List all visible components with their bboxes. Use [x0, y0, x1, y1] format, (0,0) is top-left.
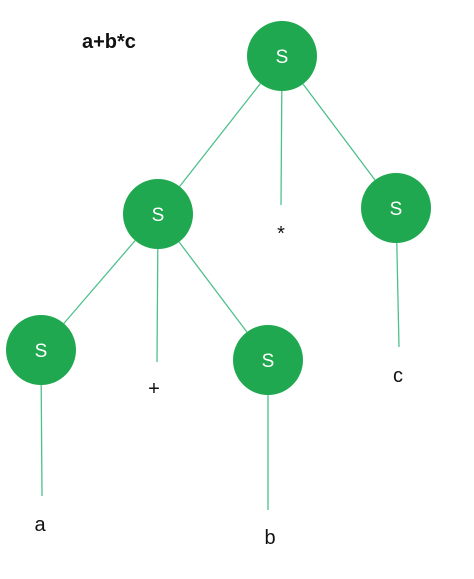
node-circle [123, 179, 193, 249]
node-left-left: S [6, 315, 76, 385]
leaf-op-plus: + [148, 378, 160, 400]
node-left-right: S [233, 325, 303, 395]
tree-leaves: * + a b c [34, 223, 403, 549]
node-circle [247, 21, 317, 91]
node-label: S [35, 341, 48, 362]
node-circle [233, 325, 303, 395]
node-label: S [276, 47, 289, 68]
node-label: S [152, 205, 165, 226]
edge-root-to-op-star [280, 90, 283, 206]
edge-left-to-op-plus [156, 248, 159, 363]
edge-right-to-leaf-c [396, 242, 400, 348]
node-label: S [390, 199, 403, 220]
node-circle [6, 315, 76, 385]
edge-left-to-left-left [63, 240, 136, 324]
edge-left-to-left-right [178, 241, 248, 333]
node-right: S [361, 173, 431, 243]
node-label: S [262, 351, 275, 372]
edge-root-to-left [179, 83, 261, 187]
edge-left-left-to-leaf-a [40, 384, 43, 497]
leaf-leaf-b: b [264, 527, 275, 549]
node-left: S [123, 179, 193, 249]
leaf-leaf-c: c [393, 365, 403, 387]
tree-nodes: S S S S S [6, 21, 431, 395]
expression-title: a+b*c [82, 31, 136, 53]
leaf-op-star: * [277, 223, 285, 245]
edge-root-to-right [302, 83, 376, 181]
tree-edges [40, 83, 400, 510]
leaf-leaf-a: a [34, 514, 46, 536]
node-circle [361, 173, 431, 243]
node-root: S [247, 21, 317, 91]
